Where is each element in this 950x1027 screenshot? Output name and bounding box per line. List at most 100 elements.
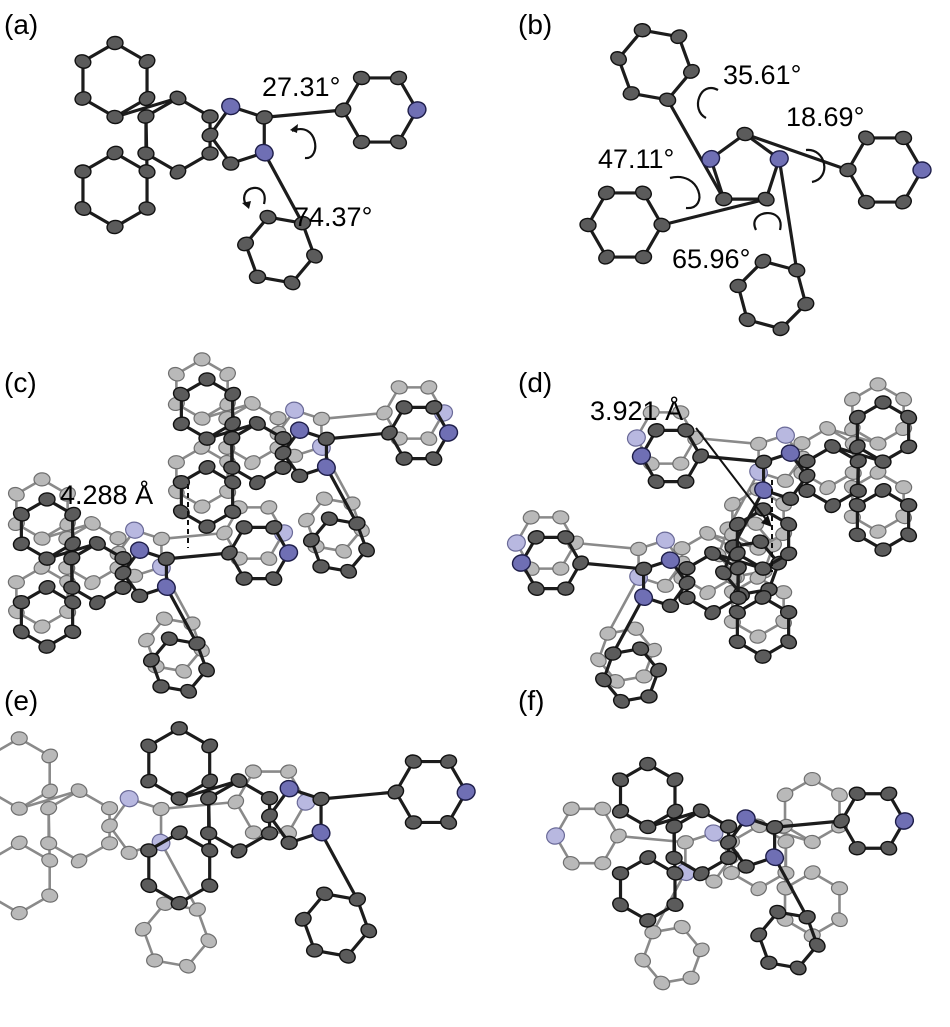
carbon-atom — [198, 460, 216, 475]
bond — [319, 830, 359, 902]
carbon-atom — [348, 516, 366, 531]
molecule-c-stacking — [7, 352, 459, 699]
carbon-atom — [666, 772, 684, 788]
nitrogen-atom — [407, 101, 427, 119]
carbon-atom — [754, 253, 772, 269]
molecule-a — [74, 35, 427, 291]
nitrogen-atom — [285, 401, 305, 419]
carbon-atom — [114, 565, 132, 581]
bond — [743, 132, 850, 172]
carbon-atom — [255, 110, 273, 125]
carbon-atom — [666, 897, 684, 912]
carbon-atom — [647, 474, 665, 489]
carbon-atom — [729, 278, 747, 294]
carbon-atom — [74, 91, 92, 106]
bond — [159, 800, 238, 811]
carbon-atom — [750, 436, 768, 452]
carbon-atom — [138, 164, 156, 179]
carbon-atom — [160, 631, 179, 646]
distance-label-d: 3.921 Å — [590, 395, 683, 426]
carbon-atom — [765, 820, 784, 835]
carbon-atom — [869, 465, 887, 480]
carbon-atom — [647, 423, 665, 438]
carbon-atom — [639, 756, 657, 772]
carbon-atom — [590, 652, 607, 668]
carbon-atom — [12, 624, 30, 640]
carbon-atom — [440, 815, 458, 830]
carbon-atom — [611, 866, 630, 881]
carbon-atom — [797, 296, 815, 312]
carbon-atom — [728, 604, 746, 620]
carbon-atom — [172, 416, 190, 432]
panel-label-e: (e) — [4, 685, 38, 716]
carbon-atom — [224, 416, 241, 432]
carbon-atom — [676, 835, 694, 850]
carbon-atom — [772, 321, 790, 337]
carbon-atom — [201, 146, 219, 161]
bond — [694, 436, 760, 446]
carbon-atom — [894, 130, 913, 146]
carbon-atom — [269, 411, 287, 426]
carbon-atom — [673, 919, 691, 935]
carbon-atom — [140, 773, 158, 789]
carbon-atom — [857, 194, 876, 210]
carbon-atom — [754, 649, 772, 664]
carbon-atom — [100, 801, 119, 816]
carbon-atom — [425, 400, 443, 415]
carbon-atom — [63, 624, 82, 640]
carbon-atom — [237, 236, 255, 252]
carbon-atom — [381, 425, 398, 441]
carbon-atom — [824, 498, 841, 514]
carbon-atom — [720, 834, 737, 850]
carbon-atom — [280, 764, 298, 779]
carbon-atom — [188, 902, 206, 917]
carbon-atom — [673, 541, 691, 556]
carbon-atom — [260, 551, 278, 566]
carbon-atom — [12, 594, 31, 610]
carbon-atom — [38, 580, 56, 595]
carbon-atom — [193, 411, 211, 426]
carbon-atom — [631, 641, 650, 656]
carbon-atom — [779, 604, 798, 620]
carbon-atom — [7, 575, 25, 590]
carbon-atom — [230, 843, 248, 859]
carbon-atom — [249, 475, 266, 491]
carbon-atom — [633, 23, 652, 38]
bond — [113, 96, 180, 119]
carbon-atom — [222, 156, 240, 171]
carbon-atom — [839, 162, 857, 178]
bond — [144, 114, 149, 174]
bond — [164, 551, 231, 561]
panel-label-d: (d) — [518, 367, 552, 398]
carbon-atom — [376, 405, 393, 421]
carbon-atom — [630, 541, 648, 557]
carbon-atom — [830, 881, 849, 896]
carbon-atom — [7, 486, 25, 502]
carbon-atom — [780, 546, 798, 562]
carbon-atom — [610, 828, 627, 844]
carbon-atom — [200, 933, 218, 949]
carbon-atom — [169, 164, 187, 180]
carbon-atom — [352, 70, 371, 86]
molecule-f-overlay — [546, 756, 915, 991]
carbon-atom — [138, 632, 155, 648]
carbon-atom — [223, 460, 241, 476]
carbon-atom — [302, 532, 320, 548]
carbon-atom — [594, 801, 612, 816]
carbon-atom — [798, 468, 816, 484]
carbon-atom — [70, 783, 88, 798]
torsion-arrow-b3 — [669, 175, 701, 210]
carbon-atom — [280, 835, 298, 851]
panel-label-a: (a) — [4, 9, 38, 40]
carbon-atom — [170, 825, 188, 841]
torsion-arrow-b2 — [805, 148, 826, 184]
nitrogen-atom — [660, 551, 681, 569]
carbon-atom — [757, 191, 775, 207]
carbon-atom — [88, 535, 106, 551]
carbon-atom — [724, 496, 741, 512]
bond — [773, 855, 809, 919]
carbon-atom — [64, 594, 82, 610]
carbon-atom — [244, 764, 262, 779]
carbon-atom — [579, 217, 597, 233]
angle-label-b2: 18.69° — [786, 102, 864, 132]
